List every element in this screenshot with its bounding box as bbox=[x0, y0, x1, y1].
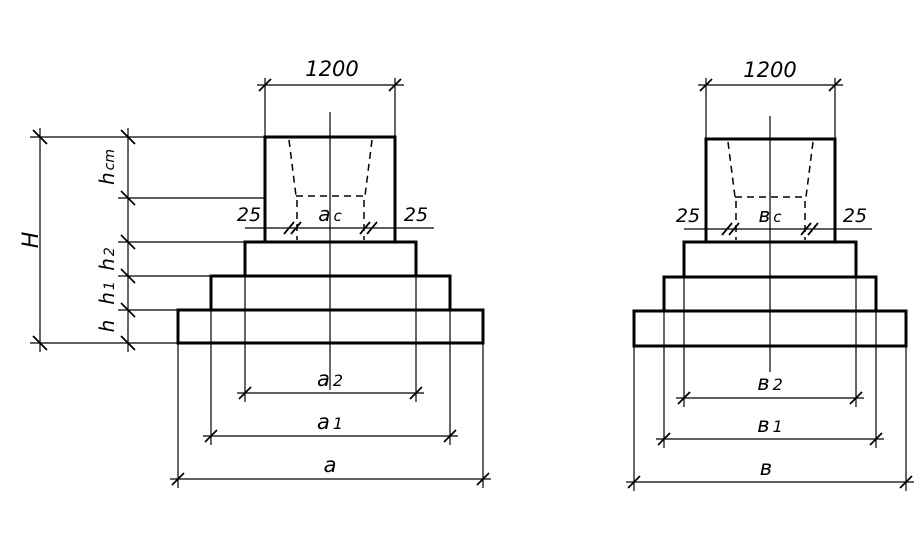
left-a-label: a bbox=[324, 453, 337, 477]
left-stem-height-label: hcm bbox=[95, 149, 119, 185]
left-column-width-label: 1200 bbox=[305, 57, 358, 81]
left-total-height-label: H bbox=[19, 232, 44, 249]
left-dim-1200 bbox=[257, 78, 404, 137]
left-h1-label: h1 bbox=[95, 281, 119, 305]
left-gap-right-label: 25 bbox=[404, 204, 428, 226]
right-gap-right-label: 25 bbox=[843, 205, 867, 227]
right-bottom-dims bbox=[626, 277, 914, 491]
right-dim-1200 bbox=[698, 78, 843, 139]
left-gap-left-label: 25 bbox=[237, 204, 261, 226]
right-socket-hidden bbox=[727, 141, 814, 240]
left-socket-hidden bbox=[288, 139, 373, 240]
right-column-width-label: 1200 bbox=[743, 58, 796, 82]
left-vertical-dims bbox=[30, 128, 265, 352]
right-socket-dims bbox=[721, 222, 819, 236]
left-socket-dims bbox=[283, 221, 378, 235]
right-gap-left-label: 25 bbox=[676, 205, 700, 227]
right-b-label: в bbox=[760, 456, 772, 480]
left-h2-label: h2 bbox=[95, 247, 119, 271]
left-h-label: h bbox=[95, 320, 119, 333]
left-bottom-dims bbox=[170, 276, 491, 488]
